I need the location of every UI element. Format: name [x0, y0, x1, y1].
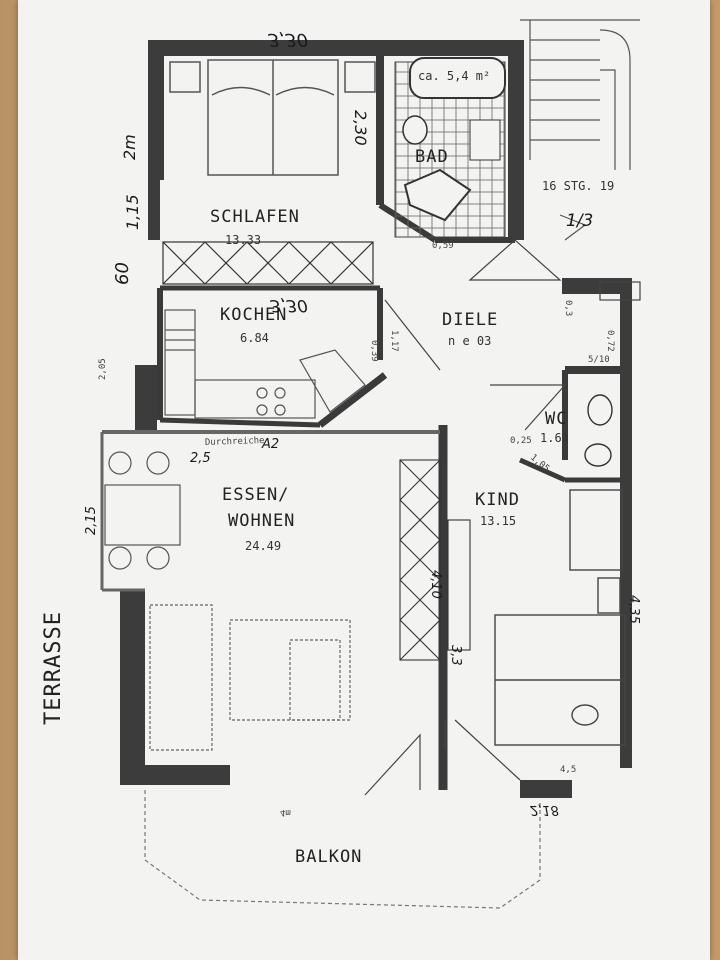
room-wc-area: 1.60 — [540, 431, 569, 445]
room-diele-name: DIELE — [442, 310, 498, 330]
dim-bad-059: 0,59 — [432, 241, 454, 251]
balcony-outline — [144, 790, 541, 909]
dim-bottom-4m: 4m — [280, 807, 291, 817]
room-diele-area: n e 03 — [448, 334, 491, 348]
room-schlafen-area: 13.33 — [225, 233, 261, 247]
kind-wardrobe — [399, 459, 471, 661]
dim-right-435: 4,35 — [626, 595, 641, 624]
wardrobe — [162, 241, 374, 285]
dim-kochen-330: 3,30 — [270, 295, 308, 315]
door-swings — [364, 239, 567, 796]
room-bad-name: BAD — [415, 147, 449, 167]
dim-essen-25: 2,5 — [190, 451, 211, 466]
dim-wc-025: 0,25 — [510, 436, 532, 446]
dim-top: 3,30 — [268, 29, 308, 50]
room-kochen-area: 6.84 — [240, 331, 269, 345]
dim-left-60: 60 — [112, 262, 133, 285]
dining-furniture — [104, 451, 181, 570]
dim-bottom-218: 2,18 — [530, 802, 559, 817]
room-bad-area: ca. 5,4 m² — [418, 69, 490, 83]
stairs-label: 16 STG. 19 — [542, 179, 614, 193]
exterior-walls — [120, 40, 632, 798]
room-kind-name: KIND — [475, 490, 520, 510]
orientation-marker — [599, 281, 641, 301]
wc-fixtures — [584, 394, 613, 467]
dim-essen-a2: A2 — [261, 437, 279, 452]
pass-through-label: Durchreiche — [205, 436, 265, 448]
interior-walls — [100, 56, 620, 790]
dim-bottom-45: 4,5 — [560, 765, 576, 775]
dim-kind-33: 3,3 — [448, 645, 463, 666]
room-schlafen-name: SCHLAFEN — [210, 207, 300, 227]
dim-diele-510: 5/10 — [588, 355, 610, 365]
dim-essen-left: 2,15 — [84, 506, 99, 535]
room-kind-area: 13.15 — [480, 514, 516, 528]
dim-left-2m: 2m — [120, 134, 139, 160]
room-wc-name: WC — [545, 409, 567, 429]
room-essen-area: 24.49 — [245, 539, 281, 553]
stairs-fraction: 1/3 — [566, 211, 593, 231]
kitchen-counter — [164, 309, 366, 419]
room-balkon-name: BALKON — [295, 847, 362, 867]
sofa — [149, 604, 351, 751]
dim-diele-right: 1,17 — [389, 330, 399, 352]
kind-bed — [494, 489, 626, 746]
staircase — [520, 19, 640, 241]
dim-kochen-039: 0,39 — [369, 340, 379, 362]
room-terrasse-name: TERRASSE — [41, 611, 66, 725]
room-wohnen-name: WOHNEN — [228, 511, 295, 531]
bed-furniture — [169, 59, 376, 176]
room-essen-name: ESSEN/ — [222, 485, 289, 505]
bathroom-fixtures — [394, 57, 506, 238]
dim-bad-width: 2,30 — [351, 110, 370, 146]
dim-diele-03: 0,3 — [563, 300, 573, 316]
dim-kind-height: 4,10 — [428, 570, 443, 599]
dim-diele-072: 0,72 — [605, 330, 615, 352]
dim-left-115: 1,15 — [123, 194, 142, 230]
room-kochen-name: KOCHEN — [220, 305, 287, 325]
dim-kochen-left: 2,05 — [98, 358, 108, 380]
